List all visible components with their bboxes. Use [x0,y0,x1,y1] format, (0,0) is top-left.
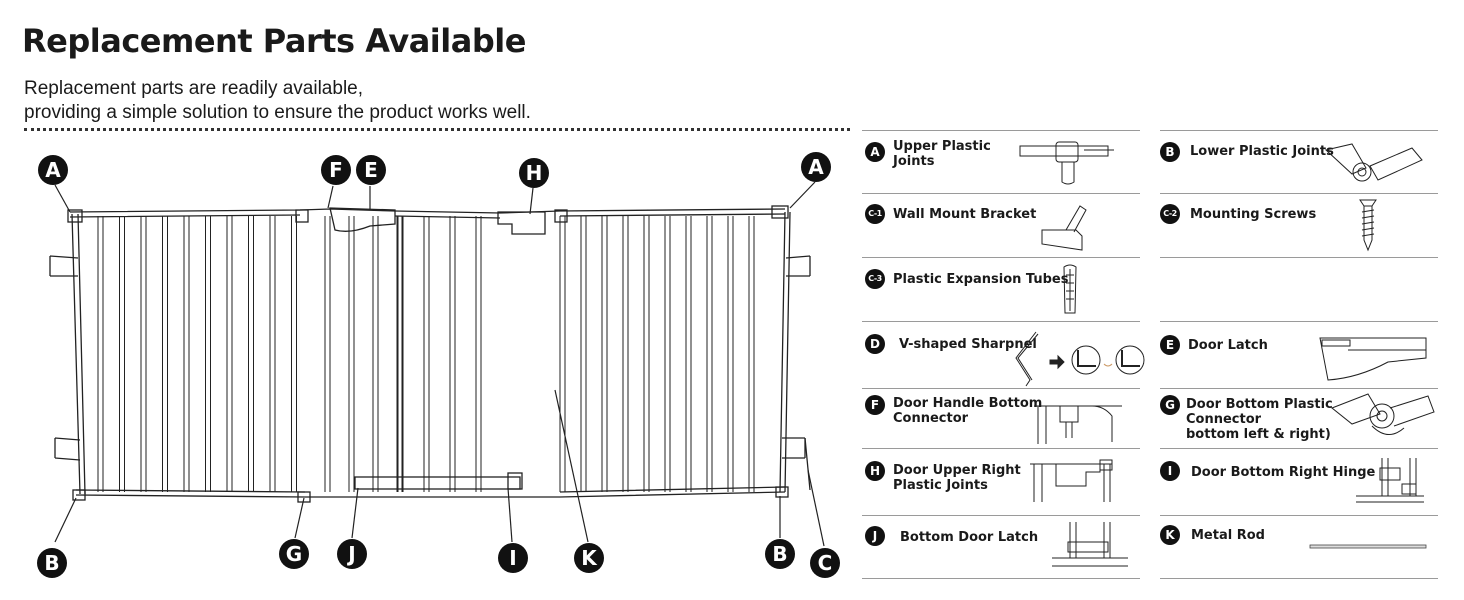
gate-diagram [49,181,825,547]
upper-right-joint-icon [1030,459,1113,502]
part-badge: I [1160,461,1180,481]
part-label-line: Metal Rod [1191,528,1265,543]
part-badge: J [865,526,885,546]
part-badge: G [1160,395,1180,415]
part-label-line: Mounting Screws [1190,207,1317,222]
part-label: Door Bottom Right Hinge [1191,465,1375,480]
part-label-line: Joints [893,154,935,169]
callout-c: C [810,548,840,578]
part-badge: F [865,395,885,415]
bottom-latch-icon [1052,522,1128,567]
hinge-icon [1356,458,1424,503]
wall-mount-bracket-icon [1041,205,1087,251]
row-divider [862,321,1140,322]
row-divider [862,515,1140,516]
row-divider [862,578,1140,579]
page-title: Replacement Parts Available [22,22,526,60]
part-label-line: Plastic Expansion Tubes [893,272,1069,287]
part-label: Door Upper Right Plastic Joints [893,463,1021,493]
row-divider [1160,257,1438,258]
row-divider [1160,388,1438,389]
part-label-line: Bottom Door Latch [900,530,1039,545]
dotted-divider [24,128,850,131]
part-badge: C-2 [1160,204,1180,224]
part-label-line: Door Latch [1188,338,1268,353]
part-label-line: Upper Plastic [893,139,991,154]
row-divider [862,388,1140,389]
part-badge: H [865,461,885,481]
part-label-line: Lower Plastic Joints [1190,144,1334,159]
part-label-line: Door Handle Bottom [893,396,1043,411]
part-label: Metal Rod [1191,528,1265,543]
part-label-line: Door Bottom Plastic [1186,397,1333,412]
row-divider [1160,515,1438,516]
callout-a-left: A [38,155,68,185]
part-label: V-shaped Sharpnel [899,337,1037,352]
part-badge: C-3 [865,269,885,289]
part-badge: A [865,142,885,162]
part-label-line: Door Bottom Right Hinge [1191,465,1376,480]
callout-b-right: B [765,539,795,569]
part-label: Door Bottom Plastic Connector bottom lef… [1186,397,1333,442]
callout-b-left: B [37,548,67,578]
part-badge: B [1160,142,1180,162]
part-label-line: Plastic Joints [893,478,988,493]
screw-icon [1359,199,1377,252]
row-divider [862,130,1140,131]
row-divider [1160,448,1438,449]
lower-plastic-joint-icon [1324,143,1423,182]
part-label: Upper Plastic Joints [893,139,991,169]
handle-connector-icon [1034,405,1122,444]
callout-k: K [574,543,604,573]
subtitle-line-2: providing a simple solution to ensure th… [24,102,531,123]
part-label-line: bottom left & right) [1186,427,1331,442]
row-divider [1160,193,1438,194]
part-label-line: Connector [893,411,969,426]
door-latch-icon [1319,337,1427,381]
part-badge: K [1160,525,1180,545]
callout-h: H [519,158,549,188]
row-divider [1160,130,1438,131]
row-divider [862,448,1140,449]
upper-plastic-joint-icon [1019,141,1114,185]
part-badge: C-1 [865,204,885,224]
v-shaped-sharpnel-icon [1015,331,1145,387]
row-divider [1160,321,1438,322]
part-label: Door Latch [1188,338,1268,353]
callout-a-right: A [801,152,831,182]
row-divider [862,193,1140,194]
part-label-line: Wall Mount Bracket [893,207,1037,222]
part-label: Door Handle Bottom Connector [893,396,1042,426]
callout-i: I [498,543,528,573]
part-badge: E [1160,335,1180,355]
callout-e: E [356,155,386,185]
callout-f: F [321,155,351,185]
bottom-connector-icon [1331,393,1435,435]
callout-g: G [279,539,309,569]
callout-j: J [337,539,367,569]
part-label: Bottom Door Latch [900,530,1038,545]
row-divider [862,257,1140,258]
part-label-line: V-shaped Sharpnel [899,337,1037,352]
part-label-line: Door Upper Right [893,463,1021,478]
part-label: Wall Mount Bracket [893,207,1036,222]
part-label: Mounting Screws [1190,207,1316,222]
part-label: Lower Plastic Joints [1190,144,1334,159]
metal-rod-icon [1309,544,1427,549]
part-label-line: Connector [1186,412,1262,427]
part-badge: D [865,334,885,354]
subtitle-line-1: Replacement parts are readily available, [24,78,364,99]
part-label: Plastic Expansion Tubes [893,272,1068,287]
row-divider [1160,578,1438,579]
expansion-tube-icon [1063,264,1077,314]
